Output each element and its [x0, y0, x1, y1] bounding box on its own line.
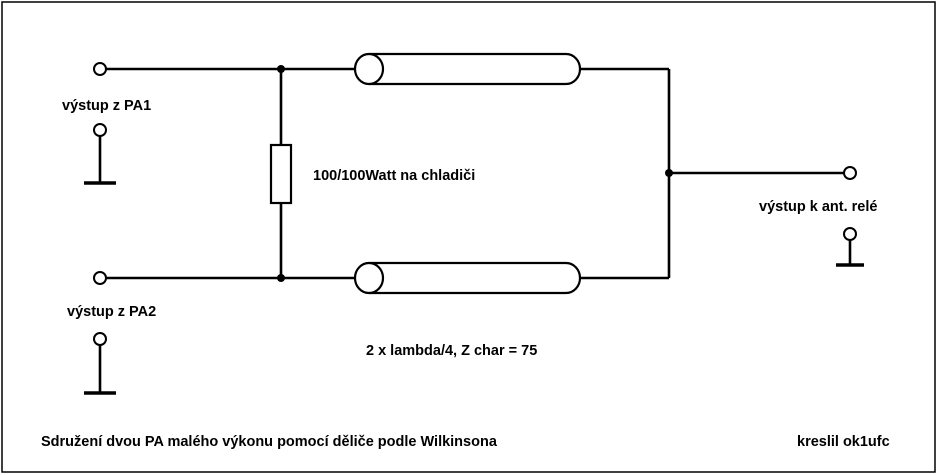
antenna-output-label: výstup k ant. relé: [759, 199, 877, 215]
pa1-ground-symbol: [84, 123, 116, 185]
pa1-output-label: výstup z PA1: [62, 98, 151, 114]
resistor-label: 100/100Watt na chladiči: [313, 168, 475, 184]
coax-line-top: [353, 52, 582, 86]
antenna-output-terminal: [843, 166, 857, 180]
coax-line-bottom: [353, 261, 582, 295]
lines-spec-label: 2 x lambda/4, Z char = 75: [366, 343, 537, 359]
isolation-resistor: [269, 143, 293, 205]
pa2-ground-symbol: [84, 332, 116, 395]
output-ground-symbol: [836, 227, 864, 267]
caption: Sdružení dvou PA malého výkonu pomocí dě…: [41, 434, 498, 450]
pa2-output-label: výstup z PA2: [67, 304, 156, 320]
author-credit: kreslil ok1ufc: [797, 434, 890, 450]
